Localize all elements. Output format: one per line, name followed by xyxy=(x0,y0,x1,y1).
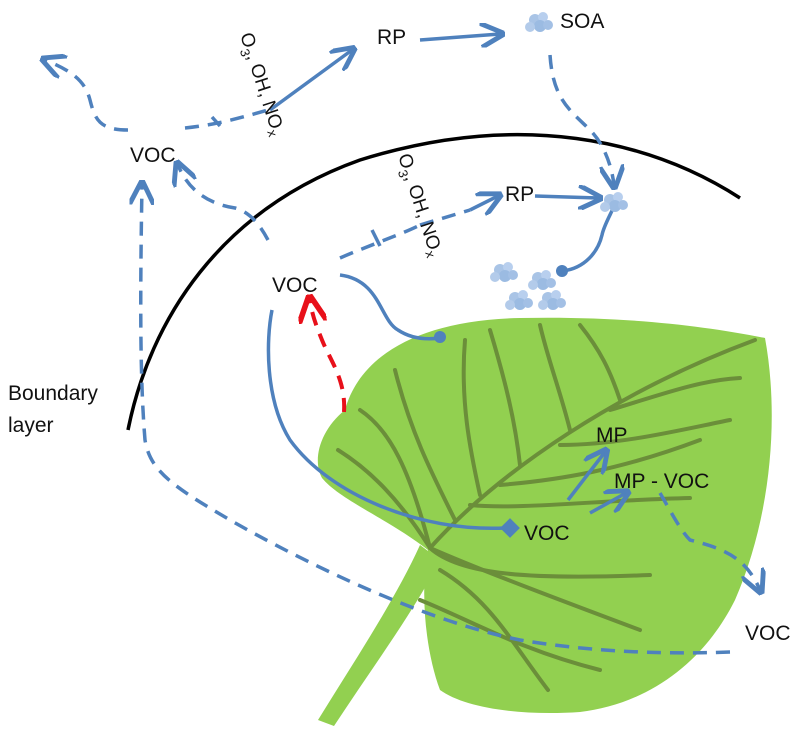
mp-label: MP xyxy=(596,424,628,447)
mp-voc-label: MP - VOC xyxy=(614,470,709,493)
oxidants-label-inner: O3, OH, NOx xyxy=(390,151,446,260)
voc-label-leaf: VOC xyxy=(524,522,570,545)
soil-emission-arrow xyxy=(310,300,347,413)
boundary-layer-label-line1: Boundary xyxy=(8,382,98,405)
leaf-stem xyxy=(318,545,440,726)
voc-label-bottom: VOC xyxy=(745,622,791,645)
soa-particles-mid xyxy=(600,192,628,212)
leaf-veins xyxy=(336,323,757,692)
rp-label-outer: RP xyxy=(377,26,406,49)
rp-label-inner: RP xyxy=(505,183,534,206)
emission-source-marker xyxy=(500,518,520,538)
dashed-flow-arrows xyxy=(45,55,760,655)
solid-flow-arrows xyxy=(266,34,626,531)
oxidants-label-outer: O3, OH, NOx xyxy=(232,30,288,139)
voc-label-outer: VOC xyxy=(130,144,176,167)
boundary-layer-line xyxy=(126,132,741,431)
oxidation-ticks xyxy=(210,115,382,247)
soa-label: SOA xyxy=(560,10,604,33)
deposition-point-particle xyxy=(556,265,568,277)
voc-label-inner: VOC xyxy=(272,274,318,297)
boundary-layer-label-line2: layer xyxy=(8,414,54,437)
deposition-point-leaf xyxy=(434,331,446,343)
soa-particles-surface xyxy=(490,262,566,310)
soa-particles-top xyxy=(525,12,553,32)
